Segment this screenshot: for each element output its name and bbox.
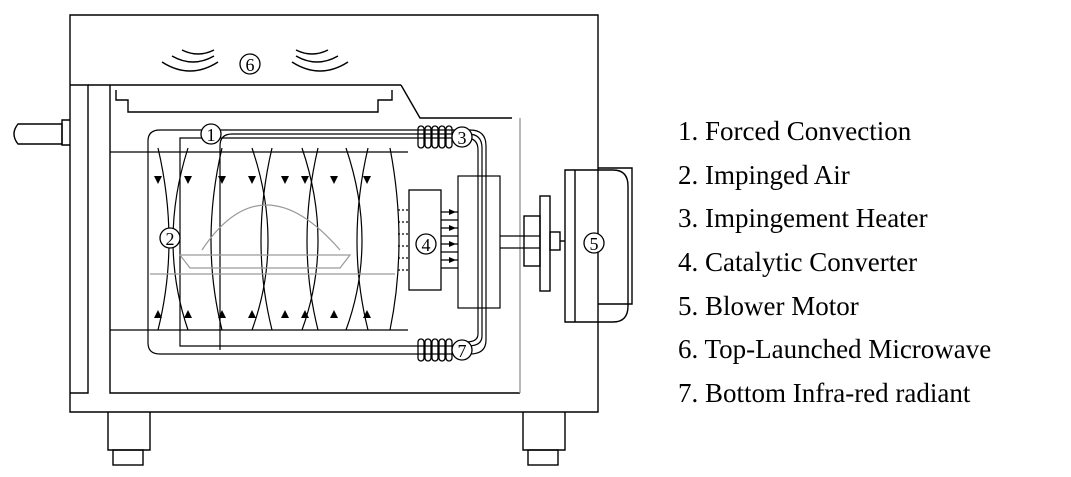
marker-2: 2: [159, 227, 181, 249]
food-dome: [150, 204, 395, 275]
svg-text:1: 1: [207, 125, 216, 145]
oven-door: [61, 84, 110, 394]
oven-cabinet: [69, 14, 599, 413]
infrared-radiant-coil: [417, 338, 453, 362]
legend-item-impinged-air: 2. Impinged Air: [678, 159, 850, 190]
impingement-heater-coil: [417, 125, 453, 149]
svg-text:4: 4: [422, 235, 431, 255]
marker-1: 1: [200, 123, 222, 145]
catalytic-converter: [398, 189, 442, 291]
marker-6: 6: [239, 53, 261, 75]
component-legend: 1. Forced Convection 2. Impinged Air 3. …: [678, 113, 991, 419]
legend-item-blower-motor: 5. Blower Motor: [678, 290, 859, 321]
svg-text:5: 5: [590, 234, 599, 254]
duct-piping: [405, 129, 540, 355]
converter-arrows: [449, 209, 456, 263]
airflow-streams: [157, 147, 400, 331]
svg-text:2: 2: [166, 229, 175, 249]
svg-text:6: 6: [246, 55, 255, 75]
marker-3: 3: [451, 126, 473, 148]
microwave-panel: [115, 90, 393, 113]
airflow-arrows: [154, 176, 371, 318]
legend-item-top-launched-microwave: 6. Top-Launched Microwave: [678, 334, 992, 365]
marker-7: 7: [451, 339, 473, 361]
oven-feet: [107, 412, 566, 466]
marker-5: 5: [583, 232, 605, 254]
blower-motor: [523, 167, 633, 323]
legend-item-forced-convection: 1. Forced Convection: [678, 116, 912, 146]
legend-item-bottom-infrared-radiant: 7. Bottom Infra-red radiant: [678, 378, 971, 409]
door-handle: [13, 123, 63, 145]
marker-4: 4: [415, 233, 437, 255]
oven-cavity: [109, 84, 521, 394]
cavity-shelves: [110, 151, 408, 331]
svg-text:3: 3: [458, 128, 467, 148]
legend-item-impingement-heater: 3. Impingement Heater: [678, 203, 928, 234]
svg-text:7: 7: [458, 341, 467, 361]
legend-item-catalytic-converter: 4. Catalytic Converter: [678, 247, 918, 278]
convection-loops: [147, 129, 405, 355]
microwave-waves: [161, 49, 349, 72]
